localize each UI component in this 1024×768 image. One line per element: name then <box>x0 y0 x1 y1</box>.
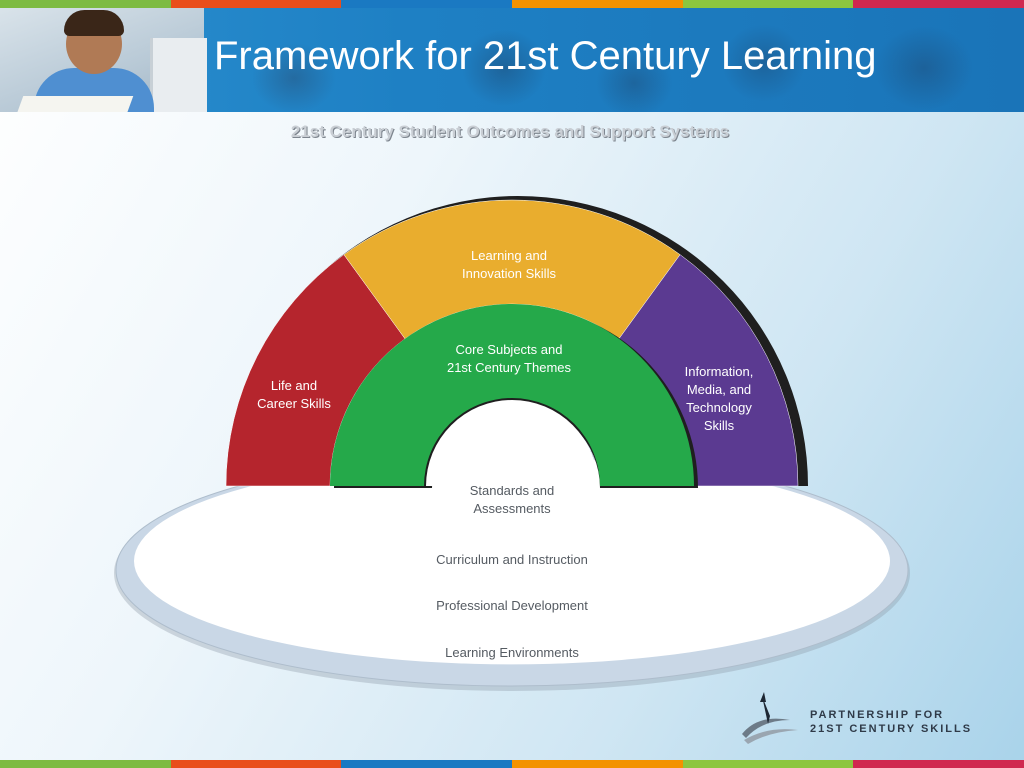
outcome-label: Learning and <box>471 248 547 263</box>
outcome-label: Information, <box>685 364 754 379</box>
core-subjects-arc <box>330 304 694 486</box>
logo-line-1: Partnership for <box>810 709 945 721</box>
strip-segment <box>341 760 513 768</box>
strip-segment <box>682 0 854 8</box>
strip-segment <box>0 0 171 8</box>
outcome-label: Innovation Skills <box>462 266 556 281</box>
students-background-photo <box>204 8 1024 112</box>
support-system-label: Standards and <box>470 483 555 498</box>
strip-segment <box>853 760 1024 768</box>
support-system-label: Professional Development <box>436 598 588 613</box>
outcome-label: Technology <box>686 400 752 415</box>
top-color-strip <box>0 0 1024 8</box>
strip-segment <box>170 760 342 768</box>
support-ring-face <box>134 457 890 665</box>
partnership-logo: Partnership for 21st Century Skills <box>738 690 978 746</box>
strip-segment <box>341 0 513 8</box>
outcome-label: Life and <box>271 378 317 393</box>
strip-segment <box>170 0 342 8</box>
support-system-label: Learning Environments <box>445 645 579 660</box>
center-opening <box>426 400 598 486</box>
quill-swoosh-icon <box>742 692 798 744</box>
strip-segment <box>853 0 1024 8</box>
core-label: 21st Century Themes <box>447 360 572 375</box>
student-photo <box>0 8 207 112</box>
support-system-label: Assessments <box>473 501 551 516</box>
strip-segment <box>512 0 683 8</box>
logo-line-2: 21st Century Skills <box>810 723 973 735</box>
strip-segment <box>682 760 854 768</box>
page-title: Framework for 21st Century Learning <box>214 34 877 78</box>
outcome-label: Skills <box>704 418 735 433</box>
header-banner: Framework for 21st Century Learning <box>0 8 1024 112</box>
strip-segment <box>0 760 171 768</box>
support-system-label: Curriculum and Instruction <box>436 552 588 567</box>
bottom-color-strip <box>0 760 1024 768</box>
diagram-subtitle: 21st Century Student Outcomes and Suppor… <box>290 122 730 141</box>
strip-segment <box>512 760 683 768</box>
outcome-label: Media, and <box>687 382 751 397</box>
core-label: Core Subjects and <box>456 342 563 357</box>
outcome-label: Career Skills <box>257 396 331 411</box>
